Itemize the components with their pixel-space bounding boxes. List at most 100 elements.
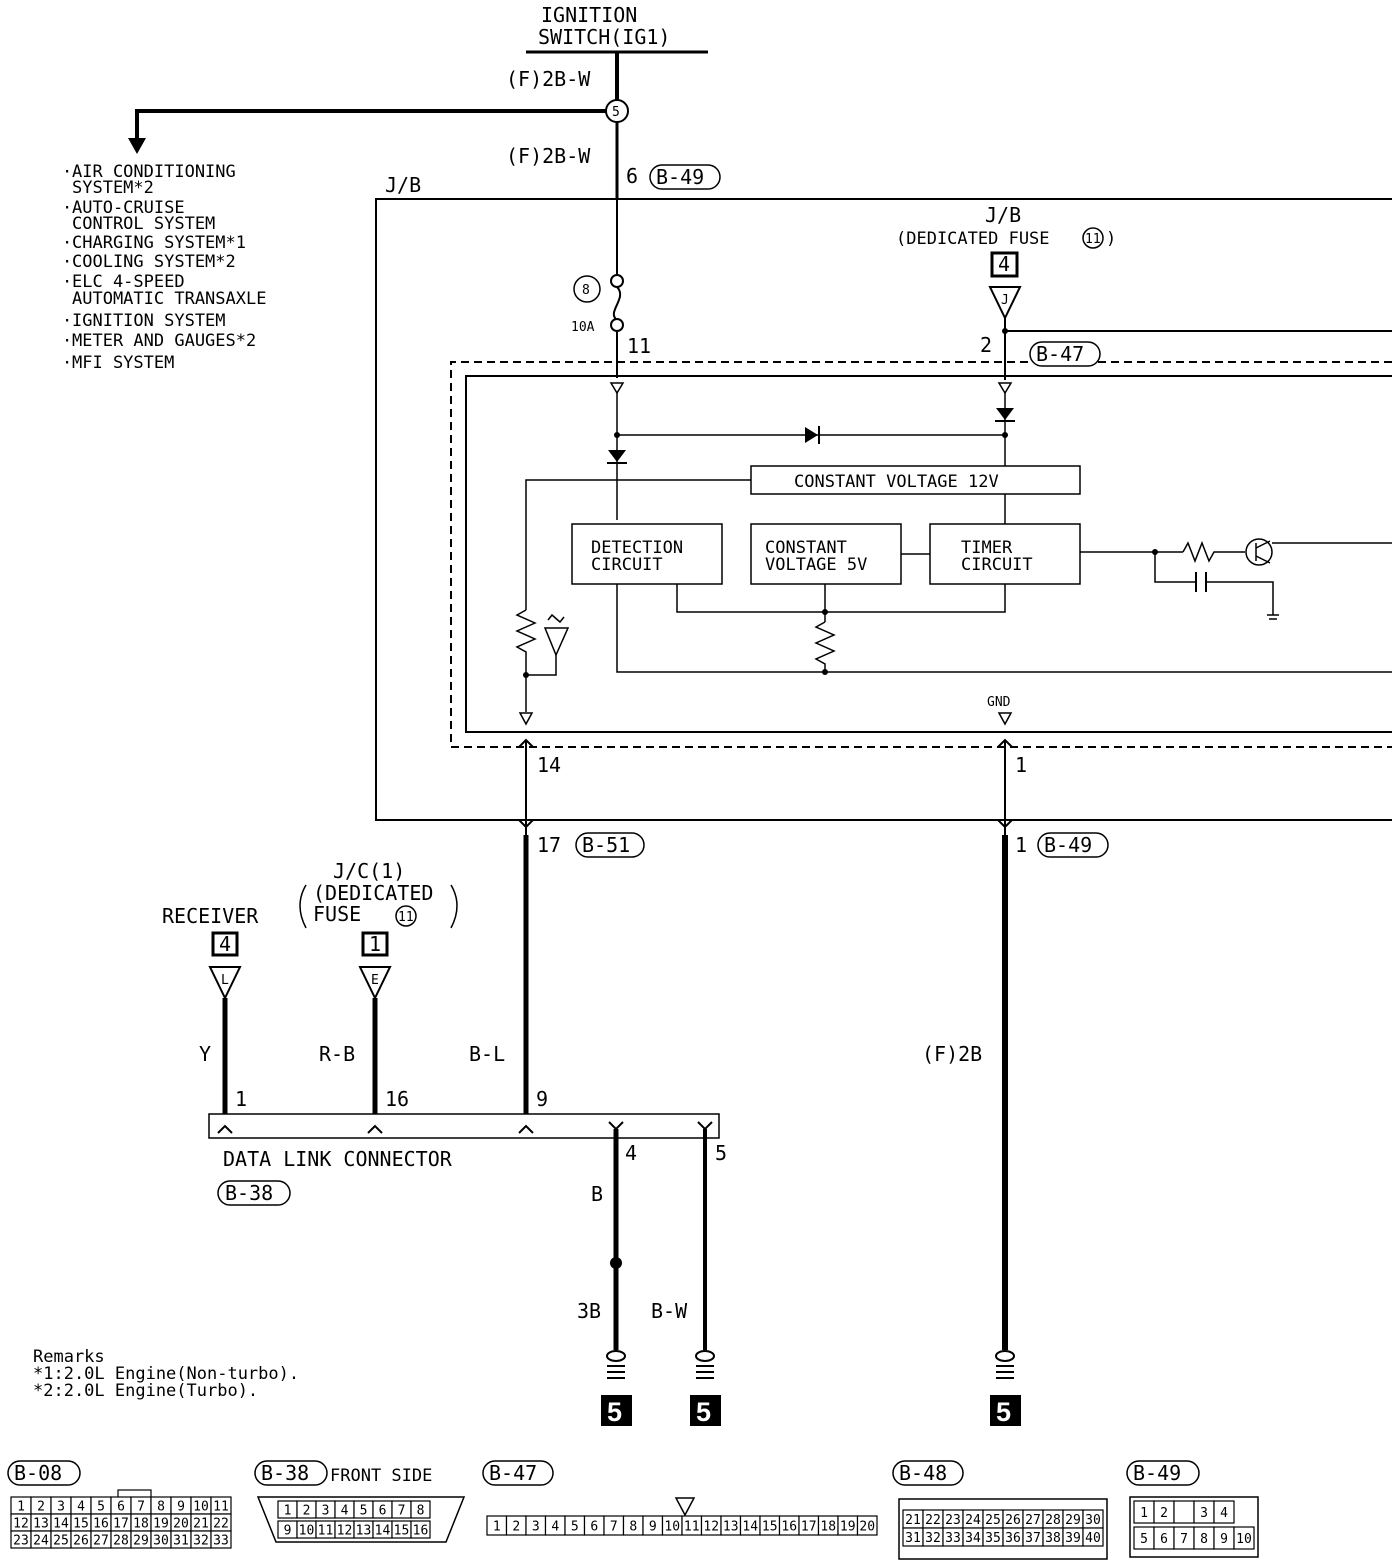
- svg-text:CONTROL SYSTEM: CONTROL SYSTEM: [72, 214, 215, 234]
- conn-b49-pin: 8: [1200, 1532, 1208, 1547]
- conn-b48-pin: 23: [945, 1513, 961, 1528]
- conn-b48-pin: 29: [1065, 1513, 1081, 1528]
- transistor-icon: [1245, 538, 1273, 566]
- receiver-box: [211, 931, 239, 957]
- conn-b08-pin: 4: [77, 1500, 85, 1515]
- conn-b47-pin: 14: [742, 1520, 758, 1535]
- conn-b08-pin: 12: [13, 1517, 29, 1532]
- conn-b08-pin: 31: [173, 1534, 189, 1549]
- conn-b08-pin: 1: [17, 1500, 25, 1515]
- svg-text:5: 5: [715, 1141, 727, 1165]
- conn-b48-pin: 30: [1085, 1513, 1101, 1528]
- conn-b48-pin: 34: [965, 1531, 981, 1546]
- conn-b48-pin: 35: [985, 1531, 1001, 1546]
- svg-text:1: 1: [235, 1087, 247, 1111]
- svg-text:5: 5: [696, 1397, 711, 1427]
- conn-b08-pin: 3: [57, 1500, 65, 1515]
- conn-b48-pin: 22: [925, 1513, 941, 1528]
- conn-b08-pin: 24: [33, 1534, 49, 1549]
- receiver-label: RECEIVER: [162, 904, 259, 928]
- svg-text:B-W: B-W: [651, 1299, 688, 1323]
- svg-text:R-B: R-B: [319, 1042, 355, 1066]
- conn-b08-pin: 32: [193, 1534, 209, 1549]
- svg-text:J: J: [1001, 293, 1009, 308]
- conn-b08-pin: 27: [93, 1534, 109, 1549]
- conn-b08-pin: 20: [173, 1517, 189, 1532]
- conn-b47-pin: 5: [571, 1520, 579, 1535]
- pin-6: 6: [626, 164, 638, 188]
- conn-b47-pin: 7: [610, 1520, 618, 1535]
- conn-b48-pin: 24: [965, 1513, 981, 1528]
- svg-text:B-51: B-51: [582, 833, 630, 857]
- svg-text:IGNITION: IGNITION: [541, 3, 637, 27]
- conn-b38-front-side: FRONT SIDE: [330, 1466, 432, 1486]
- svg-text:CHARGING SYSTEM*1: CHARGING SYSTEM*1: [72, 233, 246, 253]
- conn-b49-pin: 9: [1220, 1532, 1228, 1547]
- conn-b49-pin: 5: [1140, 1532, 1148, 1547]
- conn-b38-pin: 9: [284, 1524, 292, 1539]
- ignition-switch: IGNITION SWITCH(IG1): [526, 3, 708, 54]
- svg-text:J/B: J/B: [985, 203, 1021, 227]
- conn-b08-pin: 26: [73, 1534, 89, 1549]
- conn-b38-badge: [254, 1460, 328, 1486]
- conn-b08-name: B-08: [14, 1461, 62, 1485]
- conn-b48-cell: [1082, 1527, 1104, 1547]
- conn-b49-badge: [649, 164, 721, 190]
- conn-b08-pin: 33: [213, 1534, 229, 1549]
- fuse-icon: [612, 286, 622, 321]
- conn-b49-pin: 4: [1220, 1506, 1228, 1521]
- conn-b08-pin: 6: [117, 1500, 125, 1515]
- dlc-label: DATA LINK CONNECTOR: [223, 1147, 453, 1171]
- conn-b08-badge: [7, 1460, 81, 1486]
- svg-text:AIR CONDITIONING: AIR CONDITIONING: [72, 162, 236, 182]
- conn-b38-pin: 8: [417, 1504, 425, 1519]
- conn-b47-pin: 16: [781, 1520, 797, 1535]
- conn-b49-pin: 3: [1200, 1506, 1208, 1521]
- conn-b47-pin: 13: [723, 1520, 739, 1535]
- conn-b51-badge: [575, 832, 645, 858]
- conn-b08-pin: 19: [153, 1517, 169, 1532]
- conn-b47-badge: [1029, 341, 1101, 367]
- conn-b47-pin: 1: [493, 1520, 501, 1535]
- conn-b08-pin: 14: [53, 1517, 69, 1532]
- svg-text:*2:2.0L Engine(Turbo).: *2:2.0L Engine(Turbo).: [33, 1381, 258, 1401]
- conn-b08-pin: 29: [133, 1534, 149, 1549]
- conn-b38-badge: [217, 1180, 291, 1206]
- conn-b47-pin: 10: [664, 1520, 680, 1535]
- svg-text:B-49: B-49: [1044, 833, 1092, 857]
- svg-text:AUTO-CRUISE: AUTO-CRUISE: [72, 198, 185, 218]
- remarks: Remarks *1:2.0L Engine(Non-turbo). *2:2.…: [33, 1347, 299, 1401]
- conn-b49-badge: [1126, 1460, 1200, 1486]
- diode-icon: [608, 450, 626, 462]
- conn-b49-name: B-49: [1133, 1461, 1181, 1485]
- conn-b08-pin: 10: [193, 1500, 209, 1515]
- gnd-label: GND: [987, 695, 1011, 710]
- constant-voltage-12v-block: [750, 465, 1081, 495]
- svg-text:CIRCUIT: CIRCUIT: [961, 555, 1033, 575]
- resistor-icon: [1182, 540, 1245, 564]
- junction-node-label: 5: [612, 105, 620, 120]
- svg-text:B-L: B-L: [469, 1042, 505, 1066]
- conn-b49-pin: 7: [1180, 1532, 1188, 1547]
- svg-text:·: ·: [62, 353, 72, 373]
- data-link-connector: [208, 1113, 720, 1139]
- conn-b49-cell: [1173, 1500, 1195, 1524]
- svg-text:17: 17: [537, 833, 561, 857]
- jb-label: J/B: [385, 173, 421, 197]
- diode-icon: [805, 427, 818, 443]
- timer-circuit-block: [929, 523, 1081, 585]
- conn-b38-pin: 16: [413, 1524, 429, 1539]
- conn-b38-pin: 14: [375, 1524, 391, 1539]
- conn-b38-pin: 15: [394, 1524, 410, 1539]
- svg-text:·: ·: [62, 331, 72, 351]
- svg-text:DETECTION: DETECTION: [591, 538, 683, 558]
- conn-b08-pin: 13: [33, 1517, 49, 1532]
- conn-b08-pin: 17: [113, 1517, 129, 1532]
- svg-text:11: 11: [1085, 232, 1101, 247]
- conn-b49-pin: 1: [1140, 1506, 1148, 1521]
- svg-text:*1:2.0L Engine(Non-turbo).: *1:2.0L Engine(Non-turbo).: [33, 1364, 299, 1384]
- svg-text:(DEDICATED: (DEDICATED: [313, 881, 433, 905]
- conn-b38-pin: 13: [356, 1524, 372, 1539]
- pin-2: 2: [980, 333, 992, 357]
